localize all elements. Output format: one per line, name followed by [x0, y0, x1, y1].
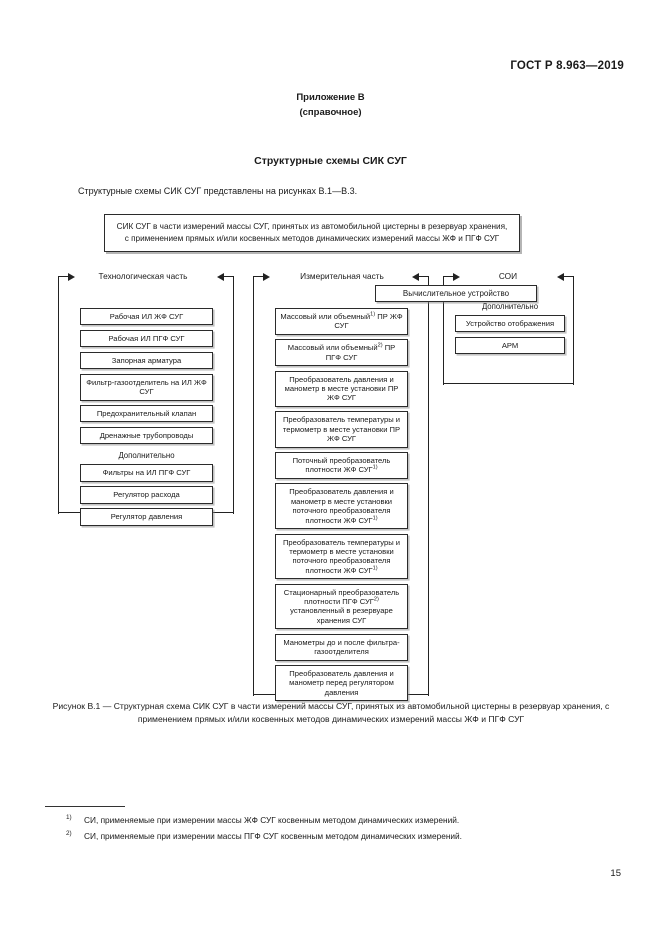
arrow-col1-right-icon [217, 272, 224, 281]
node-meas-9: Преобразователь давления и манометр пере… [275, 665, 408, 702]
bracket-line-col2-left-top [253, 276, 263, 278]
page-number: 15 [610, 868, 621, 879]
column-title-technological: Технологическая часть [98, 271, 188, 281]
node-tech-3: Фильтр-газоотделитель на ИЛ ЖФ СУГ [80, 373, 213, 401]
node-meas-2: Преобразователь давления и манометр в ме… [275, 370, 408, 407]
appendix-title: Приложение В [296, 92, 365, 103]
node-meas-3: Преобразователь температуры и термометр … [275, 411, 408, 448]
bracket-line-col3-bottom [443, 383, 574, 385]
node-soi-extra-1: АРМ [455, 336, 565, 355]
standard-designation: ГОСТ Р 8.963—2019 [510, 60, 624, 72]
node-meas-6: Преобразователь температуры и термометр … [275, 533, 408, 580]
node-tech-extra-2: Регулятор давления [80, 508, 213, 526]
node-tech-1: Рабочая ИЛ ПГФ СУГ [80, 329, 213, 348]
bracket-line-col3-right [573, 276, 575, 385]
label-tech-additional: Дополнительно [118, 451, 175, 461]
figure-caption: Рисунок В.1 — Структурная схема СИК СУГ … [52, 701, 610, 724]
node-tech-4: Предохранительный клапан [80, 405, 213, 423]
arrow-col2-right-icon [412, 272, 419, 281]
node-tech-extra-0: Фильтры на ИЛ ПГФ СУГ [80, 464, 213, 482]
footnote-marker-2: 2) [66, 830, 72, 837]
footnote-text-1: СИ, применяемые при измерении массы ЖФ С… [84, 815, 460, 825]
footnote-list: 1) СИ, применяемые при измерении массы Ж… [66, 812, 626, 844]
node-tech-2: Запорная арматура [80, 351, 213, 370]
bracket-line-col2-right-top [419, 276, 429, 278]
node-meas-8: Манометры до и после фильтра-газоотделит… [275, 633, 408, 661]
column-measuring: Массовый или объемный1) ПР ЖФ СУГ Массов… [275, 308, 408, 706]
bracket-line-col2-left [253, 276, 255, 696]
footnote-marker-1: 1) [66, 814, 72, 821]
node-meas-0: Массовый или объемный1) ПР ЖФ СУГ [275, 308, 408, 335]
column-soi: Дополнительно Устройство отображения АРМ [455, 302, 565, 359]
bracket-line-col1-right [233, 276, 235, 514]
arrow-col3-right-icon [557, 272, 564, 281]
node-soi-extra-0: Устройство отображения [455, 315, 565, 333]
computing-device-box: Вычислительное устройство [375, 285, 537, 302]
diagram-root-box: СИК СУГ в части измерений массы СУГ, при… [104, 214, 520, 252]
bracket-line-col3-left [443, 276, 445, 385]
intro-paragraph: Структурные схемы СИК СУГ представлены н… [78, 186, 358, 196]
bracket-line-col1-left-top [58, 276, 68, 278]
page-title: Структурные схемы СИК СУГ [254, 155, 407, 167]
footnote-text-2: СИ, применяемые при измерении массы ПГФ … [84, 831, 462, 841]
bracket-line-col2-right [428, 276, 430, 696]
arrow-col2-left-icon [263, 272, 270, 281]
node-meas-7: Стационарный преобразователь плотности П… [275, 583, 408, 630]
column-title-measuring: Измерительная часть [300, 271, 384, 281]
footnote-item-1: 1) СИ, применяемые при измерении массы Ж… [66, 812, 626, 828]
bracket-line-col1-left [58, 276, 60, 514]
bracket-line-col1-right-top [224, 276, 234, 278]
label-soi-additional: Дополнительно [481, 302, 539, 311]
node-meas-5: Преобразователь давления и манометр в ме… [275, 483, 408, 529]
bracket-line-col3-left-top [443, 276, 453, 278]
node-meas-4: Поточный преобразователь плотности ЖФ СУ… [275, 452, 408, 479]
column-title-soi: СОИ [498, 271, 518, 281]
arrow-col3-left-icon [453, 272, 460, 281]
bracket-line-col3-right-top [564, 276, 574, 278]
arrow-col1-left-icon [68, 272, 75, 281]
appendix-subtitle: (справочное) [299, 107, 362, 118]
node-meas-1: Массовый или объемный2) ПР ПГФ СУГ [275, 339, 408, 367]
appendix-heading: Приложение В (справочное) [0, 90, 661, 120]
node-tech-extra-1: Регулятор расхода [80, 486, 213, 504]
node-tech-5: Дренажные трубопроводы [80, 426, 213, 445]
node-tech-0: Рабочая ИЛ ЖФ СУГ [80, 308, 213, 326]
footnote-item-2: 2) СИ, применяемые при измерении массы П… [66, 828, 626, 844]
structural-diagram: СИК СУГ в части измерений массы СУГ, при… [0, 214, 661, 702]
footnote-separator [45, 806, 125, 807]
column-technological: Рабочая ИЛ ЖФ СУГ Рабочая ИЛ ПГФ СУГ Зап… [80, 308, 213, 530]
